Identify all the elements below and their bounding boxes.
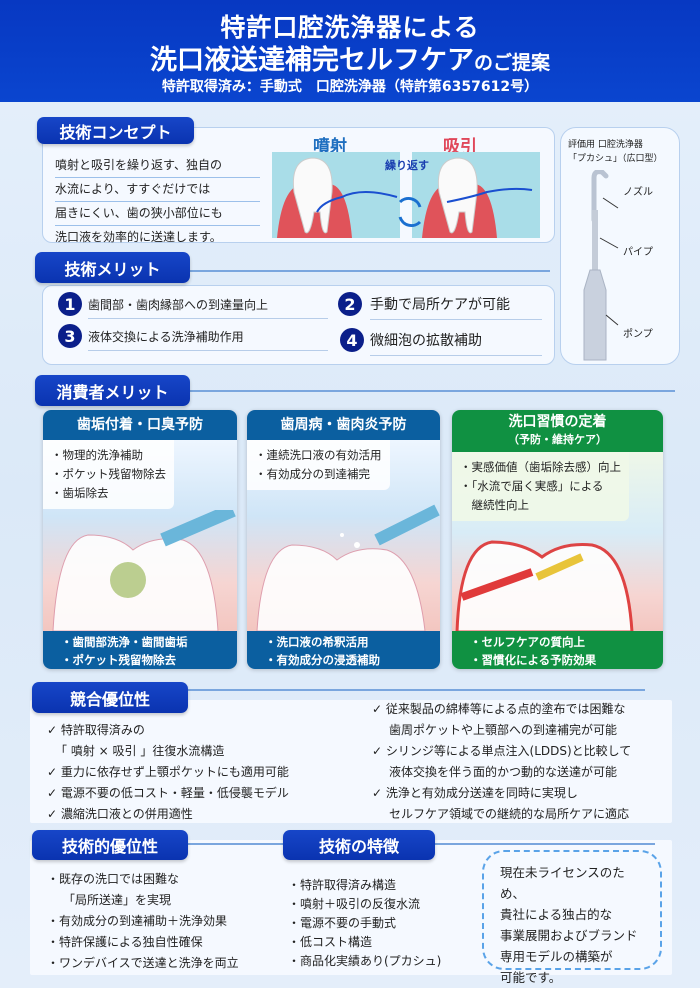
competitive-item: 液体交換を伴う面的かつ動的な送達が可能 (389, 765, 618, 779)
device-panel (560, 127, 680, 365)
divider (180, 270, 550, 272)
merits-tab: 技術メリット (35, 252, 190, 283)
card-title: 歯周病・歯肉炎予防 (247, 410, 440, 440)
card-point: ・歯垢除去 (51, 486, 109, 500)
device-caption-line2: 「プカシュ」（広口型） (568, 154, 663, 164)
card-footer-point: ・ポケット残留物除去 (61, 653, 176, 667)
tech-box (30, 840, 672, 975)
consumer-card: 歯周病・歯肉炎予防 ・連続洗口液の有効活用・有効成分の到達補完 ・洗口液の希釈活… (247, 410, 440, 669)
competitive-item: ✓ 濃縮洗口液との併用適性 (47, 807, 193, 821)
tech-feature-item: ・電源不要の手動式 (288, 916, 397, 930)
divider (180, 390, 675, 392)
tech-advantage-item: ・有効成分の到達補助＋洗浄効果 (47, 914, 228, 928)
license-line: 現在未ライセンスのため、 (500, 865, 625, 901)
card-point: ・実感価値（歯垢除去感）向上 (460, 460, 621, 474)
card-point: ・連続洗口液の有効活用 (255, 448, 382, 462)
license-line: 可能です。 (500, 970, 562, 985)
merit-text: 手動で局所ケアが可能 (370, 294, 542, 320)
card-illustration: ・物理的洗浄補助・ポケット残留物除去・歯垢除去 (43, 440, 237, 631)
title-line2: 洗口液送達補完セルフケアのご提案 (0, 38, 700, 77)
device-illustration (583, 170, 619, 361)
merit-number: 3 (58, 324, 82, 348)
header-banner: 特許口腔洗浄器による 洗口液送達補完セルフケアのご提案 特許取得済み：手動式 口… (0, 0, 700, 102)
concept-tab: 技術コンセプト (37, 117, 194, 144)
card-point: ・物理的洗浄補助 (51, 448, 143, 462)
consumer-tab: 消費者メリット (35, 375, 190, 406)
device-caption-line1: 評価用 口腔洗浄器 (568, 140, 643, 150)
consumer-card: 洗口習慣の定着 （予防・維持ケア） ・実感価値（歯垢除去感）向上・「水流で届く実感… (452, 410, 663, 669)
merit-number: 1 (58, 292, 82, 316)
competitive-item: ✓ 特許取得済みの (47, 723, 145, 737)
tech-feature-item: ・低コスト構造 (288, 935, 373, 949)
competitive-item: セルフケア領域での継続的な局所ケアに適応 (389, 807, 630, 821)
merit-number: 2 (338, 292, 362, 316)
title-main: 洗口液送達補完セルフケア (149, 45, 474, 76)
tech-feature-item: ・商品化実績あり(プカシュ) (288, 954, 442, 968)
card-point: ・「水流で届く実感」による (460, 479, 604, 493)
part-pipe: パイプ (623, 247, 653, 258)
title-suffix: のご提案 (473, 52, 550, 74)
tech-advantage-item: ・ワンデバイスで送達と洗浄を両立 (47, 956, 239, 970)
merit-text: 歯間部・歯肉縁部への到達量向上 (88, 296, 328, 319)
card-footer-point: ・習慣化による予防効果 (470, 653, 597, 667)
card-illustration: ・実感価値（歯垢除去感）向上・「水流で届く実感」による 継続性向上 (452, 452, 663, 632)
license-line: 専用モデルの構築が (500, 949, 613, 964)
tech-feature-item: ・噴射＋吸引の反復水流 (288, 897, 421, 911)
part-pump: ポンプ (623, 329, 653, 340)
subtitle: 特許取得済み：手動式 口腔洗浄器（特許第6357612号） (161, 79, 539, 95)
license-line: 貴社による独占的な (500, 907, 613, 922)
concept-line: 噴射と吸引を繰り返す、独自の (55, 152, 260, 178)
label-repeat: 繰り返す (385, 159, 429, 172)
license-note: 現在未ライセンスのため、 貴社による独占的な 事業展開およびブランド 専用モデル… (482, 850, 662, 985)
merit-text: 液体交換による洗浄補助作用 (88, 328, 328, 351)
card-title: 洗口習慣の定着 （予防・維持ケア） (452, 410, 663, 452)
concept-line: 水流により、すすぐだけでは (55, 176, 260, 202)
tech-feature-item: ・特許取得済み構造 (288, 878, 397, 892)
license-line: 事業展開およびブランド (500, 928, 638, 943)
part-nozzle: ノズル (623, 187, 653, 198)
card-point: ・ポケット残留物除去 (51, 467, 166, 481)
card-point: 継続性向上 (460, 498, 529, 512)
concept-line: 届きにくい、歯の狭小部位にも (55, 200, 260, 226)
merits-box (42, 285, 555, 365)
competitive-tab: 競合優位性 (32, 682, 188, 713)
competitive-item: ✓ シリンジ等による単点注入(LDDS)と比較して (372, 744, 632, 758)
competitive-item: ✓ 従来製品の綿棒等による点的塗布では困難な (372, 702, 626, 716)
tech-features-tab: 技術の特徴 (283, 830, 435, 860)
tech-advantage-tab: 技術的優位性 (32, 830, 188, 860)
competitive-item: ✓ 電源不要の低コスト・軽量・低侵襲モデル (47, 786, 289, 800)
divider (185, 689, 645, 691)
card-title: 歯垢付着・口臭予防 (43, 410, 237, 440)
device-caption: 評価用 口腔洗浄器「プカシュ」（広口型） (568, 138, 663, 166)
tech-advantage-item: 「局所送達」を実現 (63, 893, 172, 907)
consumer-card: 歯垢付着・口臭予防 ・物理的洗浄補助・ポケット残留物除去・歯垢除去 ・歯間部洗浄… (43, 410, 237, 669)
merit-number: 4 (340, 328, 364, 352)
competitive-item: ✓ 洗浄と有効成分送達を同時に実現し (372, 786, 578, 800)
card-footer-point: ・歯間部洗浄・歯間歯垢 (61, 635, 188, 649)
card-point: ・有効成分の到達補完 (255, 467, 370, 481)
card-subtitle: （予防・維持ケア） (508, 433, 607, 446)
competitive-item: ✓ 重力に依存せず上顎ポケットにも適用可能 (47, 765, 289, 779)
title-line1: 特許口腔洗浄器による (220, 13, 480, 42)
competitive-item: 歯周ポケットや上顎部への到達補完が可能 (389, 723, 618, 737)
card-footer-point: ・有効成分の浸透補助 (265, 653, 380, 667)
card-footer-point: ・セルフケアの質向上 (470, 635, 585, 649)
card-illustration: ・連続洗口液の有効活用・有効成分の到達補完 (247, 440, 440, 631)
competitive-box (30, 700, 672, 823)
concept-illustration (272, 152, 540, 238)
card-title-main: 洗口習慣の定着 (508, 414, 607, 430)
tech-advantage-item: ・特許保護による独自性確保 (47, 935, 203, 949)
concept-line: 洗口液を効率的に送達します。 (55, 230, 222, 244)
merit-text: 微細泡の拡散補助 (370, 330, 542, 356)
tech-advantage-item: ・既存の洗口では困難な (47, 872, 180, 886)
card-footer-point: ・洗口液の希釈活用 (265, 635, 369, 649)
competitive-item: 「 噴射 × 吸引 」往復水流構造 (55, 744, 225, 758)
